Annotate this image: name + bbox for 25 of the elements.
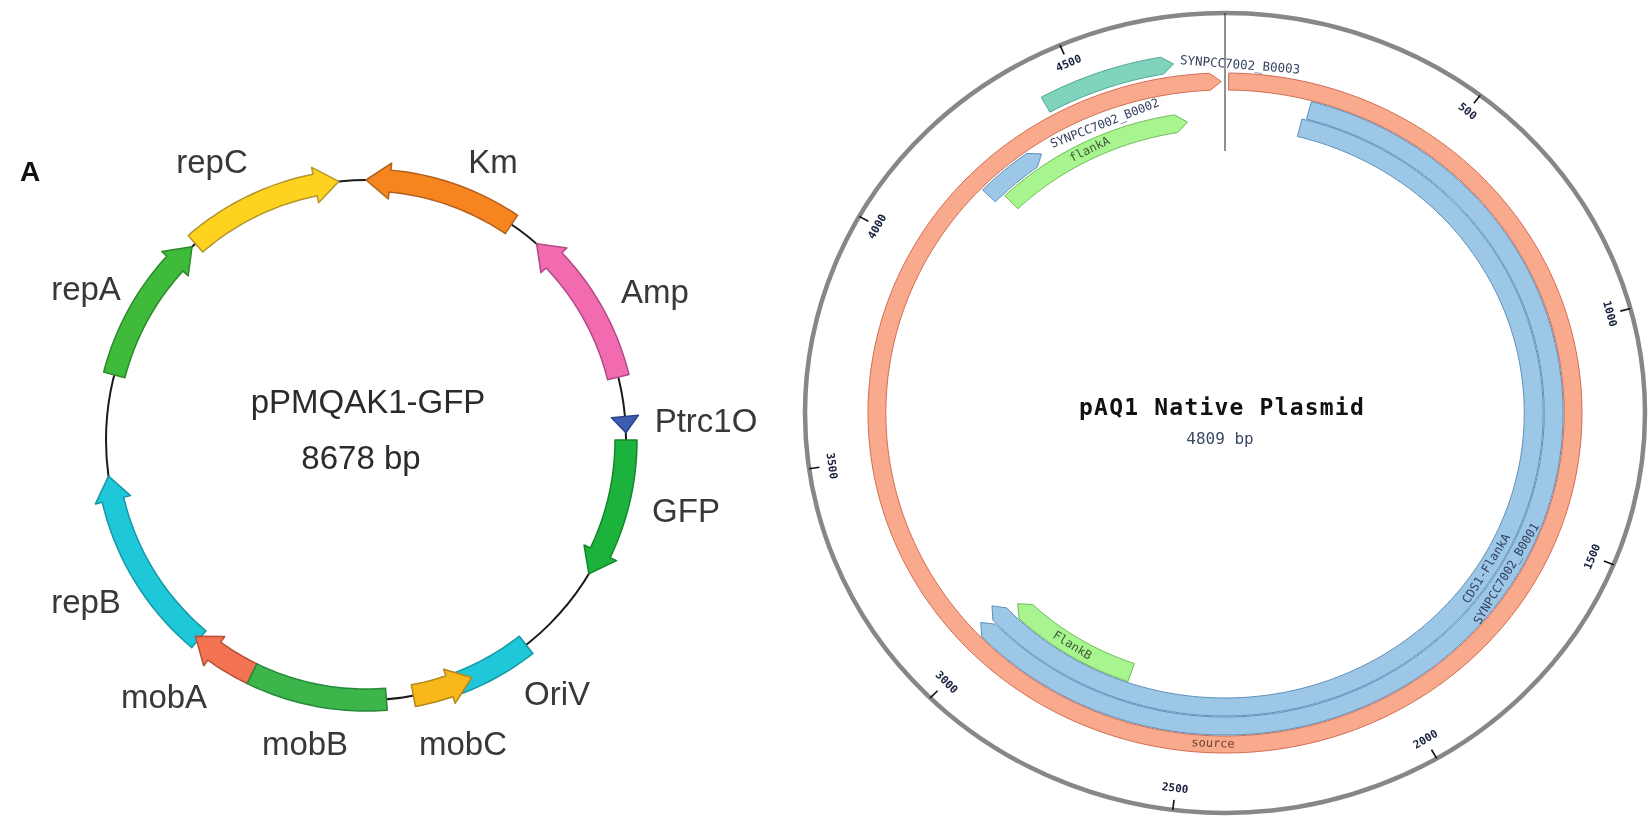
gene-label: mobA bbox=[120, 678, 208, 716]
feature-label: SYNPCC7002_B0003 bbox=[1179, 53, 1301, 78]
tick-label: 4000 bbox=[866, 212, 891, 242]
gene-label: OriV bbox=[524, 675, 590, 713]
plasmid-name: pAQ1 Native Plasmid bbox=[1079, 393, 1365, 421]
gene-label: repC bbox=[176, 143, 248, 181]
gene-label: Km bbox=[468, 143, 518, 181]
gene-label: mobB bbox=[261, 725, 349, 763]
gene-label: repB bbox=[51, 583, 121, 621]
gene-label: Ptrc1O bbox=[654, 402, 758, 440]
feature-label: source bbox=[1190, 736, 1235, 752]
gene-label: mobC bbox=[419, 725, 507, 763]
tick-label: 500 bbox=[1455, 100, 1479, 124]
plasmid-name: pPMQAK1-GFP bbox=[250, 383, 486, 421]
plasmid-size: 4809 bp bbox=[1186, 429, 1254, 449]
gene-label: GFP bbox=[652, 492, 720, 530]
tick-label: 1000 bbox=[1599, 299, 1619, 329]
gene-label: repA bbox=[51, 270, 121, 308]
tick-label: 4500 bbox=[1054, 53, 1084, 76]
tick-label: 1500 bbox=[1582, 542, 1605, 572]
plasmid-size: 8678 bp bbox=[301, 439, 421, 477]
panel-letter: A bbox=[19, 155, 41, 189]
gene-label: Amp bbox=[621, 273, 689, 311]
tick-label: 3500 bbox=[822, 451, 839, 480]
tick-label: 2500 bbox=[1161, 781, 1190, 797]
